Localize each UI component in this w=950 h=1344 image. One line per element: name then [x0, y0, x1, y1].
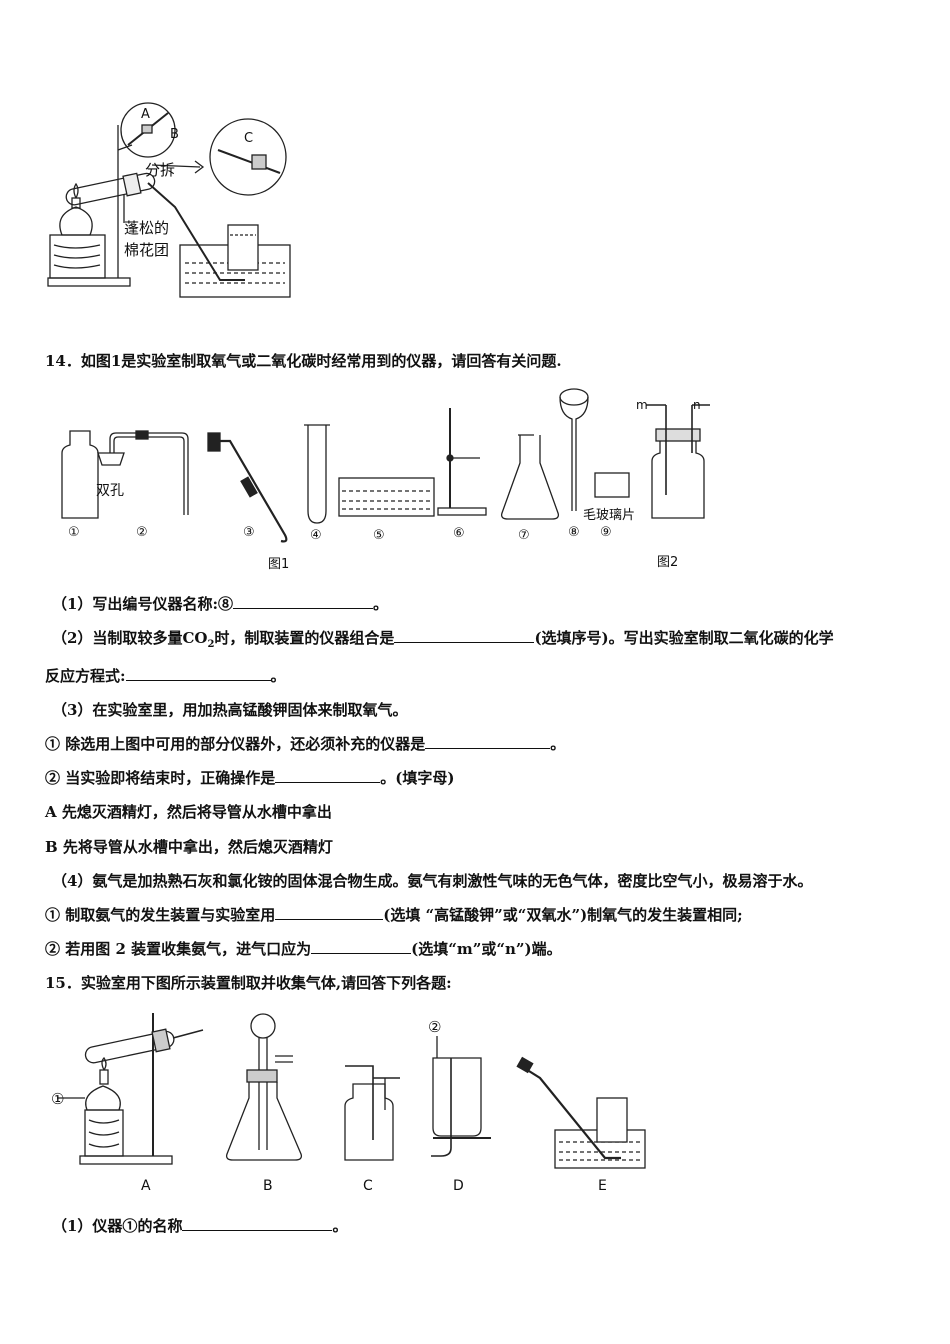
q15-part1-end: 。	[332, 1217, 348, 1235]
q14-part4a-end: (选填 “高锰酸钾”或“双氧水”)制氧气的发生装置相同;	[383, 906, 743, 924]
num-1: ①	[68, 525, 80, 540]
q14-part1-end: 。	[372, 595, 388, 613]
num-9: ⑨	[600, 525, 612, 540]
q14-part3b-text: ② 当实验即将结束时，正确操作是	[45, 769, 276, 787]
label-cotton: 棉花团	[124, 241, 170, 259]
num-4: ④	[310, 528, 322, 543]
q14-part4a-text: ① 制取氨气的发生装置与实验室用	[45, 906, 276, 924]
fig1-caption: 图1	[268, 557, 290, 572]
q14-apparatus-figure: 双孔 毛玻璃片 m n ① ② ③ ④ ⑤ ⑥ ⑦ ⑧ ⑨ 图1 图2	[40, 383, 740, 572]
num-2: ②	[136, 525, 148, 540]
option-a: A 先熄灭酒精灯，然后将导管从水槽中拿出	[45, 803, 332, 821]
label-port-n: n	[693, 398, 701, 412]
answer-blank-4[interactable]	[425, 734, 551, 749]
q14-part2b: 反应方程式: 。	[45, 666, 286, 686]
q14-part1-text: （1）写出编号仪器名称:⑧	[52, 595, 233, 613]
answer-blank-3[interactable]	[125, 666, 271, 681]
q14-part4: （4）氨气是加热熟石灰和氯化铵的固体混合物生成。氨气有刺激性气味的无色气体，密度…	[52, 872, 813, 890]
answer-blank-6[interactable]	[275, 905, 384, 920]
q14-part2-end: (选填序号)。写出实验室制取二氧化碳的化学	[534, 629, 834, 647]
q15-stem: 15．实验室用下图所示装置制取并收集气体,请回答下列各题:	[45, 974, 452, 992]
marker-2: ②	[428, 1018, 442, 1036]
label-port-m: m	[636, 398, 648, 412]
q14-part1: （1）写出编号仪器名称:⑧ 。	[52, 594, 388, 614]
q14-part2-text: （2）当制取较多量CO	[52, 629, 208, 647]
q14-part2b-end: 。	[270, 667, 286, 685]
num-6: ⑥	[453, 526, 465, 541]
q15-part1: （1）仪器①的名称 。	[52, 1216, 347, 1236]
answer-blank-7[interactable]	[311, 939, 412, 954]
q14-part2-sub: 2	[207, 639, 215, 650]
q14-part3a-end: 。	[550, 735, 566, 753]
q14-part3b-end: 。(填字母)	[380, 769, 455, 787]
label-fluffy: 蓬松的	[124, 219, 170, 237]
num-3: ③	[243, 525, 255, 540]
num-5: ⑤	[373, 528, 385, 543]
label-b: B	[170, 127, 179, 142]
q14-part4b-text: ② 若用图 2 装置收集氨气，进气口应为	[45, 940, 312, 958]
label-q15-a: A	[141, 1178, 151, 1194]
q14-part3b: ② 当实验即将结束时，正确操作是 。(填字母)	[45, 768, 454, 788]
label-q15-d: D	[453, 1178, 464, 1194]
q15-part1-text: （1）仪器①的名称	[52, 1217, 183, 1235]
num-7: ⑦	[518, 528, 530, 543]
label-double-hole: 双孔	[96, 483, 124, 499]
fig2-caption: 图2	[657, 555, 679, 570]
q14-part3a-text: ① 除选用上图中可用的部分仪器外，还必须补充的仪器是	[45, 735, 426, 753]
top-apparatus-figure: A B C 分拆 蓬松的 棉花团	[40, 95, 340, 300]
answer-blank-8[interactable]	[182, 1216, 333, 1231]
answer-blank-1[interactable]	[232, 594, 373, 609]
label-q15-e: E	[598, 1178, 607, 1194]
q14-part4b-end: (选填“m”或“n”)端。	[411, 940, 562, 958]
label-c: C	[244, 131, 254, 146]
label-q15-c: C	[363, 1178, 373, 1194]
q15-apparatus-figure: ① ② A B C D E	[45, 1008, 665, 1203]
label-split: 分拆	[145, 161, 176, 179]
q14-part4a: ① 制取氨气的发生装置与实验室用 (选填 “高锰酸钾”或“双氧水”)制氧气的发生装…	[45, 905, 743, 925]
q14-part2: （2）当制取较多量CO2时，制取装置的仪器组合是 (选填序号)。写出实验室制取二氧…	[52, 628, 834, 655]
label-glass-plate: 毛玻璃片	[583, 508, 636, 523]
label-q15-b: B	[263, 1178, 273, 1194]
option-b: B 先将导管从水槽中拿出，然后熄灭酒精灯	[45, 838, 333, 856]
q14-stem: 14．如图1是实验室制取氧气或二氧化碳时经常用到的仪器，请回答有关问题.	[45, 352, 562, 370]
answer-blank-5[interactable]	[275, 768, 381, 783]
q14-part2b-text: 反应方程式:	[45, 667, 126, 685]
answer-blank-2[interactable]	[394, 628, 535, 643]
q14-part2-mid: 时，制取装置的仪器组合是	[214, 629, 395, 647]
q14-part3a: ① 除选用上图中可用的部分仪器外，还必须补充的仪器是 。	[45, 734, 565, 754]
label-a: A	[141, 107, 150, 122]
q14-part4b: ② 若用图 2 装置收集氨气，进气口应为 (选填“m”或“n”)端。	[45, 939, 562, 959]
num-8: ⑧	[568, 525, 580, 540]
marker-1: ①	[51, 1090, 65, 1108]
q14-part3: （3）在实验室里，用加热高锰酸钾固体来制取氧气。	[52, 701, 408, 719]
